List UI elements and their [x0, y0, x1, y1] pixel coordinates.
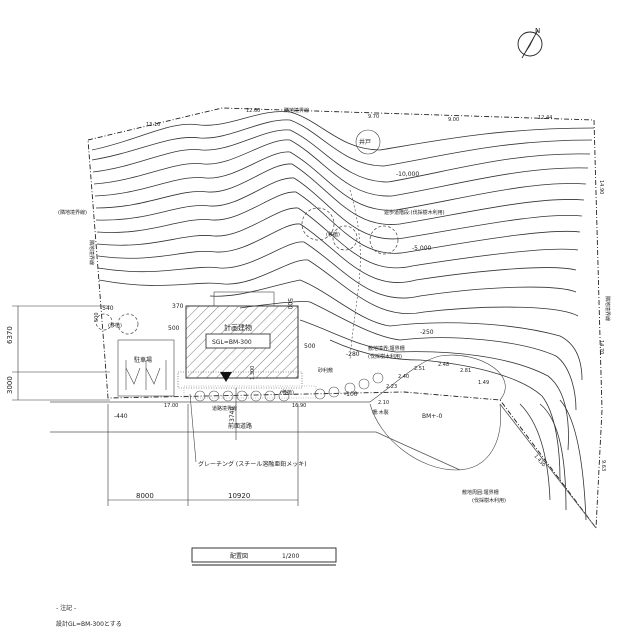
curved-fence — [369, 354, 506, 403]
well: 井戸 — [355, 129, 381, 155]
step-label-1: 2.10 — [378, 400, 389, 406]
edge-dim-6: 14.90 — [598, 180, 604, 194]
shrubs — [194, 372, 384, 402]
level-2: -5,000 — [412, 245, 432, 252]
label-left-lower-boundary: 隣地境界線 — [88, 240, 95, 265]
footnote-text: 設計GL=BM-300とする — [56, 620, 122, 628]
edge-dim-4: 9.00 — [448, 117, 459, 123]
dim-1300: 1,300 — [250, 366, 256, 380]
level-7: -440 — [114, 413, 128, 420]
note-lower-fence: 敷地周囲:堰界柵 — [462, 489, 499, 496]
dim-500-b: 500 — [286, 298, 293, 310]
parking-label: 駐車場 — [134, 356, 152, 364]
note-transplant-top: (移植) — [326, 231, 340, 238]
step-label-4: 2.51 — [414, 366, 425, 372]
transplant-trees — [95, 207, 399, 335]
note-gravel: 砂利敷 — [318, 367, 333, 374]
step-label-5: 2.48 — [438, 362, 449, 368]
dim-500-c: 500 — [304, 343, 316, 350]
dim-500-d: 500 — [94, 312, 100, 322]
north-arrow: N — [517, 27, 543, 59]
well-label: 井戸 — [359, 138, 371, 146]
step-label-6: 2.81 — [460, 368, 471, 374]
label-top-boundary: 隣地境界線 — [284, 107, 309, 114]
edge-dim-7: 14.70 — [598, 340, 604, 354]
planned-building: 計画建物 SGL=BM-300 — [177, 291, 303, 389]
level-8: BM+-0 — [422, 413, 442, 420]
level-6: -540 — [100, 305, 114, 312]
entrance-triangle-icon — [220, 372, 232, 382]
note-grating: グレーチング (スチール溶融亜鉛メッキ) — [198, 460, 307, 468]
dimension-lines: 6370 3000 8000 10920 3740 500 500 500 37… — [6, 298, 316, 506]
step-label-3: 2.40 — [398, 374, 409, 380]
step-label-7: 1.49 — [478, 380, 489, 386]
contour-lines — [91, 111, 595, 521]
parking-area: 駐車場 — [117, 339, 175, 397]
front-road-label: 前面道路 — [228, 422, 252, 430]
label-left-boundary: (隣地境界線) — [58, 209, 87, 216]
title-block-title: 配置図 — [230, 553, 248, 560]
step-label-2: 2.23 — [386, 384, 397, 390]
dim-6370: 6370 — [6, 326, 14, 344]
note-wood-steps: (移植) — [280, 389, 294, 396]
edge-dim-9: 9.63 — [600, 460, 606, 471]
front-road: 前面道路 — [50, 401, 597, 529]
title-block: 配置図 1/200 — [191, 547, 337, 566]
dim-3740: 3740 — [229, 407, 236, 422]
note-fence-wood: 柵:木製 — [372, 409, 389, 416]
building-gl: SGL=BM-300 — [212, 339, 252, 346]
note-walkway: 遊歩道階段:(伐採樹木利用) — [384, 209, 445, 216]
building-name: 計画建物 — [224, 323, 252, 332]
edge-dim-11: 16.90 — [292, 403, 306, 409]
dim-370: 370 — [172, 303, 184, 310]
dim-3000: 3000 — [6, 376, 14, 394]
edge-dim-1: 13.10 — [146, 122, 160, 128]
footnote-heading: - 注記 - — [56, 604, 76, 612]
note-site-fence-sub: (伐採樹木利用) — [368, 353, 402, 360]
lower-right-enclosure — [369, 403, 501, 471]
dim-8000: 8000 — [136, 492, 154, 500]
walkway-steps — [349, 189, 361, 361]
edge-dim-2: 12.60 — [246, 108, 260, 114]
level-3: -250 — [420, 329, 434, 336]
level-5: -100 — [344, 391, 358, 398]
note-lower-fence-sub: (伐採樹木利用) — [472, 497, 506, 504]
edge-dim-5: 12.44 — [538, 115, 552, 121]
level-4: -280 — [346, 351, 360, 358]
edge-dim-10: 17.00 — [164, 403, 178, 409]
title-block-scale: 1/200 — [282, 553, 299, 560]
note-site-fence: 敷地境界:堰界柵 — [368, 345, 405, 352]
label-right-boundary: 隣地境界線 — [604, 296, 611, 321]
north-label: N — [535, 27, 540, 35]
edge-dim-3: 9.70 — [368, 114, 379, 120]
edge-dimensions: 13.10 12.60 9.70 9.00 12.44 14.90 14.70 … — [146, 108, 606, 471]
dim-10920: 10920 — [228, 492, 250, 500]
site-boundary — [87, 107, 603, 530]
step-labels: 2.10 2.23 2.40 2.51 2.48 2.81 1.49 — [378, 362, 489, 406]
footnote: - 注記 - 設計GL=BM-300とする — [56, 604, 122, 628]
level-1: -10,000 — [396, 171, 419, 178]
label-road-boundary: 道路境界線 — [212, 405, 237, 412]
dim-500-a: 500 — [168, 325, 180, 332]
note-transplant-left: (移植) — [108, 322, 122, 329]
